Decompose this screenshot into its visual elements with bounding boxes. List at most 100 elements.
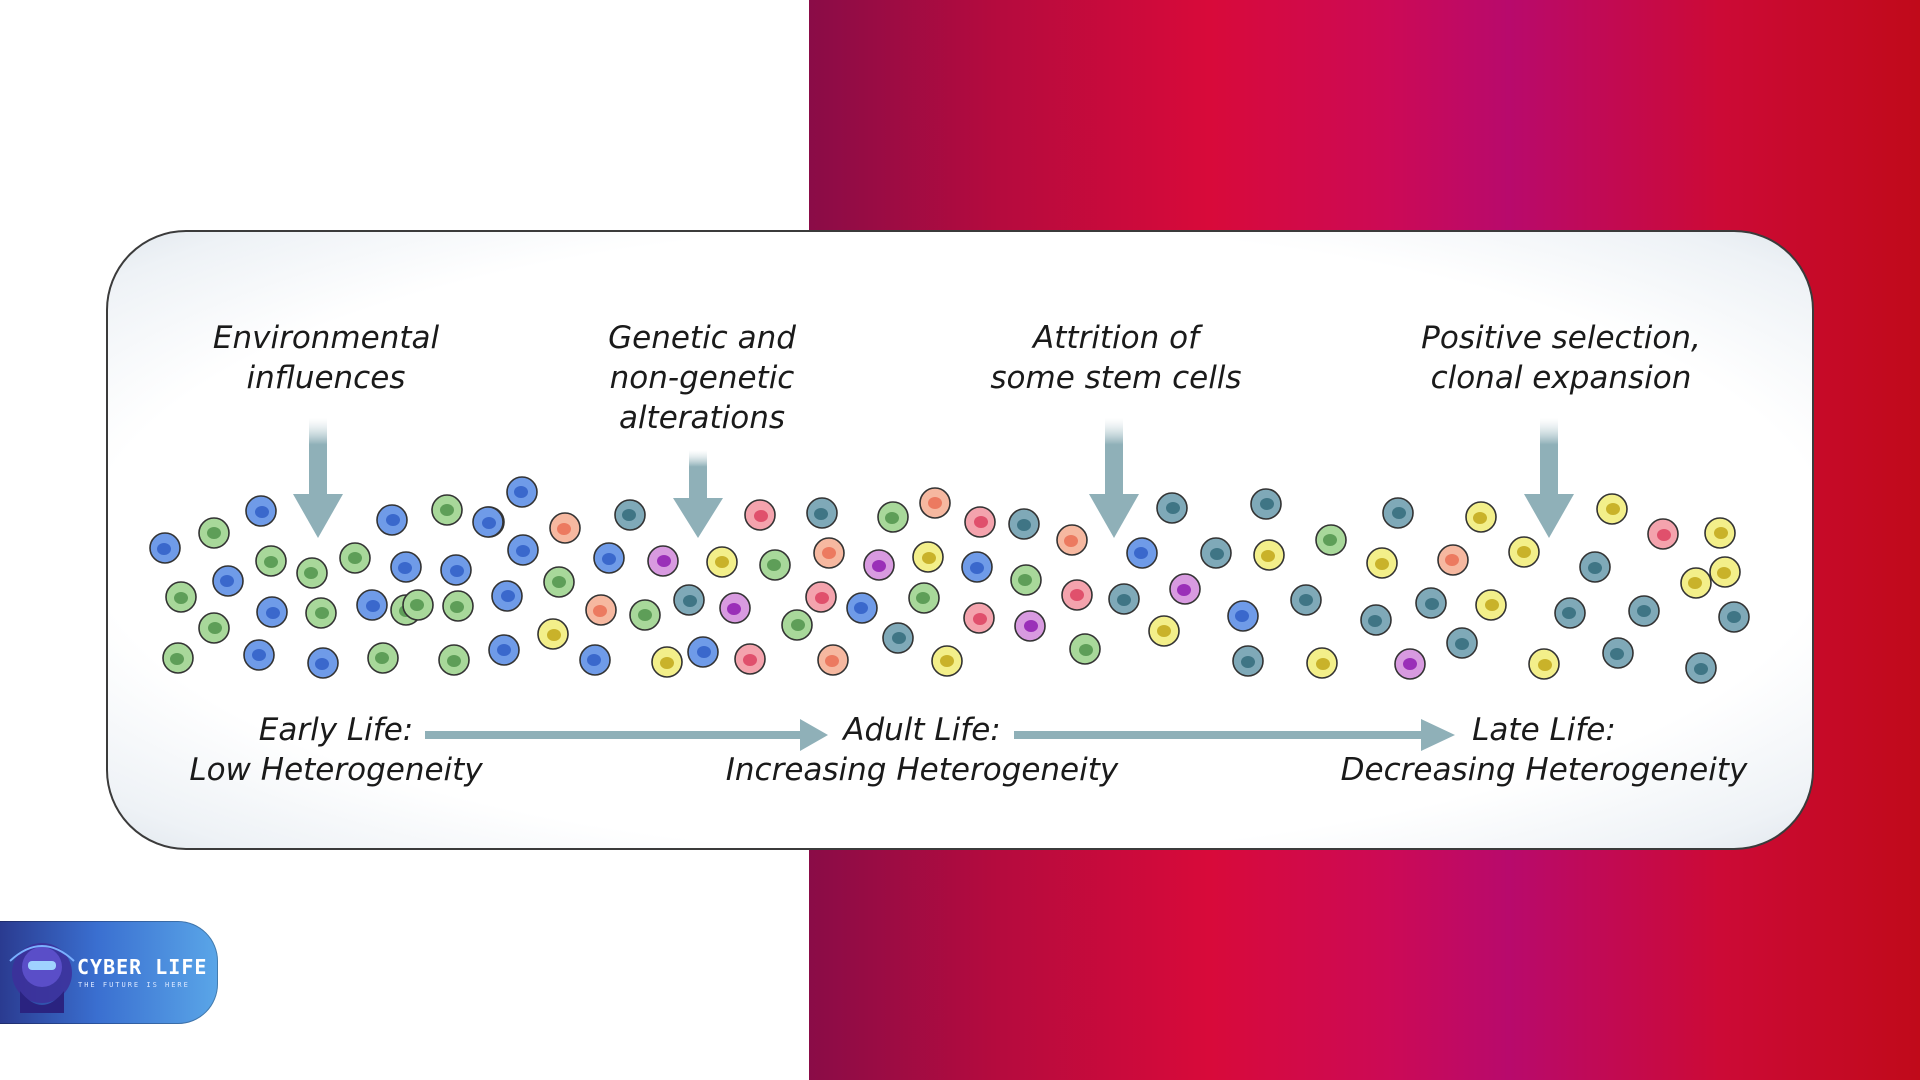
cell-blue xyxy=(356,589,388,621)
cell-yellow xyxy=(706,546,738,578)
cell-salmon xyxy=(817,644,849,676)
label-environmental-influences: Environmental influences xyxy=(212,320,440,396)
cell-blue xyxy=(1126,537,1158,569)
cell-blue xyxy=(593,542,625,574)
timeline-arrow-adult-to-late xyxy=(1014,719,1455,751)
cell-purple xyxy=(719,592,751,624)
cell-teal xyxy=(882,622,914,654)
cell-teal xyxy=(1685,652,1717,684)
cell-green xyxy=(438,644,470,676)
cell-yellow xyxy=(1306,647,1338,679)
cell-purple xyxy=(1014,610,1046,642)
cell-green xyxy=(162,642,194,674)
cell-green xyxy=(629,599,661,631)
cell-salmon xyxy=(1437,544,1469,576)
cell-yellow xyxy=(931,645,963,677)
cell-teal xyxy=(673,584,705,616)
cell-purple xyxy=(863,549,895,581)
cell-teal xyxy=(1200,537,1232,569)
cell-teal xyxy=(1554,597,1586,629)
label-attrition-stem-cells: Attrition of some stem cells xyxy=(990,320,1242,396)
cell-blue xyxy=(149,532,181,564)
cell-pink xyxy=(744,499,776,531)
cell-purple xyxy=(647,545,679,577)
down-arrow-genetic xyxy=(673,450,723,538)
cell-green xyxy=(339,542,371,574)
logo-tagline: THE FUTURE IS HERE xyxy=(78,981,190,989)
cell-teal xyxy=(1108,583,1140,615)
cell-green xyxy=(431,494,463,526)
cell-green xyxy=(296,557,328,589)
cell-green xyxy=(442,590,474,622)
cell-green xyxy=(1010,564,1042,596)
cell-blue xyxy=(390,551,422,583)
cell-teal xyxy=(1008,508,1040,540)
cell-blue xyxy=(376,504,408,536)
cyber-life-logo: CYBER LIFE THE FUTURE IS HERE xyxy=(0,921,218,1024)
cell-blue xyxy=(491,580,523,612)
cell-blue xyxy=(472,506,504,538)
cell-pink xyxy=(964,506,996,538)
cell-teal xyxy=(1250,488,1282,520)
cell-blue xyxy=(846,592,878,624)
cell-yellow xyxy=(1680,567,1712,599)
cell-yellow xyxy=(1148,615,1180,647)
down-arrow-selection xyxy=(1524,418,1574,538)
cell-blue xyxy=(579,644,611,676)
cell-green xyxy=(908,582,940,614)
stage-late-life: Late Life: Decreasing Heterogeneity xyxy=(1340,712,1748,788)
cell-green xyxy=(759,549,791,581)
stage-early-life: Early Life: Low Heterogeneity xyxy=(189,712,483,788)
cell-teal xyxy=(1415,587,1447,619)
cell-blue xyxy=(961,551,993,583)
cell-purple xyxy=(1394,648,1426,680)
label-genetic-alterations: Genetic and non-genetic alterations xyxy=(608,320,796,436)
cell-teal xyxy=(1602,637,1634,669)
cell-green xyxy=(255,545,287,577)
cell-salmon xyxy=(585,594,617,626)
cell-green xyxy=(402,589,434,621)
timeline-arrow-early-to-adult xyxy=(425,719,828,751)
cells-group xyxy=(149,476,1750,684)
cell-blue xyxy=(687,636,719,668)
down-arrow-environmental xyxy=(293,418,343,538)
cell-teal xyxy=(1446,627,1478,659)
cell-blue xyxy=(1227,600,1259,632)
cell-blue xyxy=(256,596,288,628)
cell-teal xyxy=(806,497,838,529)
cell-salmon xyxy=(919,487,951,519)
cell-purple xyxy=(1169,573,1201,605)
cell-blue xyxy=(507,534,539,566)
cell-yellow xyxy=(537,618,569,650)
cell-yellow xyxy=(1596,493,1628,525)
cell-blue xyxy=(243,639,275,671)
cell-green xyxy=(165,581,197,613)
cell-green xyxy=(198,517,230,549)
cell-green xyxy=(781,609,813,641)
cell-yellow xyxy=(1366,547,1398,579)
cell-teal xyxy=(1290,584,1322,616)
cell-pink xyxy=(734,643,766,675)
cell-blue xyxy=(307,647,339,679)
cell-pink xyxy=(1061,579,1093,611)
down-arrow-attrition xyxy=(1089,418,1139,538)
cell-green xyxy=(198,612,230,644)
cell-yellow xyxy=(1465,501,1497,533)
cell-yellow xyxy=(651,646,683,678)
cell-yellow xyxy=(912,541,944,573)
cell-green xyxy=(1069,633,1101,665)
cell-blue xyxy=(212,565,244,597)
cell-pink xyxy=(805,581,837,613)
cell-salmon xyxy=(813,537,845,569)
cell-yellow xyxy=(1253,539,1285,571)
cell-salmon xyxy=(1056,524,1088,556)
cell-pink xyxy=(963,602,995,634)
logo-title: CYBER LIFE xyxy=(77,955,208,979)
cell-blue xyxy=(245,495,277,527)
stage-adult-life: Adult Life: Increasing Heterogeneity xyxy=(725,712,1119,788)
cell-teal xyxy=(1382,497,1414,529)
cell-yellow xyxy=(1528,648,1560,680)
cell-green xyxy=(543,566,575,598)
cell-blue xyxy=(488,634,520,666)
